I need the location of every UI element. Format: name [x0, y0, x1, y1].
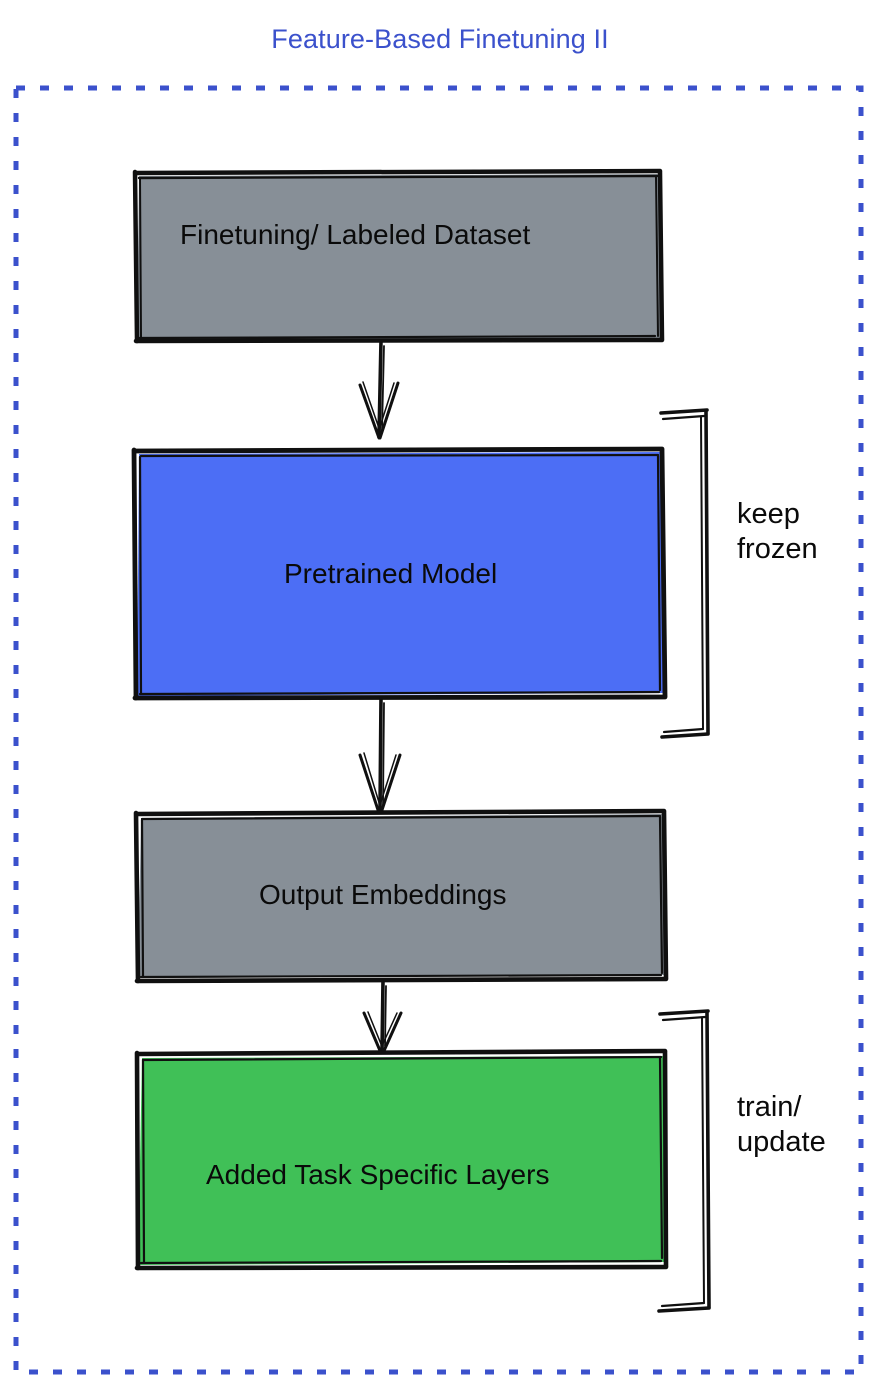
node-pretrained-model[interactable]: [131, 446, 668, 701]
bracket-keep-frozen: [659, 408, 710, 739]
edge-embeddings-to-layers-arrow: [362, 979, 403, 1055]
node-label-pretrained-model: Pretrained Model: [284, 558, 498, 589]
annotation-train-update-line-2: update: [737, 1126, 826, 1159]
edge-dataset-to-model-arrow: [358, 339, 400, 440]
bracket-train-update: [657, 1009, 711, 1313]
node-finetuning-dataset[interactable]: [132, 168, 665, 344]
annotation-keep-frozen-line-2: frozen: [737, 533, 818, 566]
dashed-frame: [13, 85, 864, 1375]
edge-model-to-embeddings-arrow: [358, 696, 402, 815]
node-output-embeddings[interactable]: [133, 808, 669, 984]
node-label-output-embeddings: Output Embeddings: [259, 879, 507, 910]
node-label-finetuning-dataset: Finetuning/ Labeled Dataset: [180, 219, 531, 250]
annotation-train-update-line-1: train/: [737, 1091, 802, 1123]
page-title: Feature-Based Finetuning II: [271, 24, 609, 54]
node-label-added-task-specific-layers: Added Task Specific Layers: [206, 1159, 550, 1190]
annotation-train-update: train/ update: [737, 1090, 826, 1161]
annotation-keep-frozen: keep frozen: [737, 497, 818, 568]
node-added-task-specific-layers[interactable]: [134, 1048, 669, 1271]
annotation-keep-frozen-line-1: keep: [737, 498, 800, 530]
